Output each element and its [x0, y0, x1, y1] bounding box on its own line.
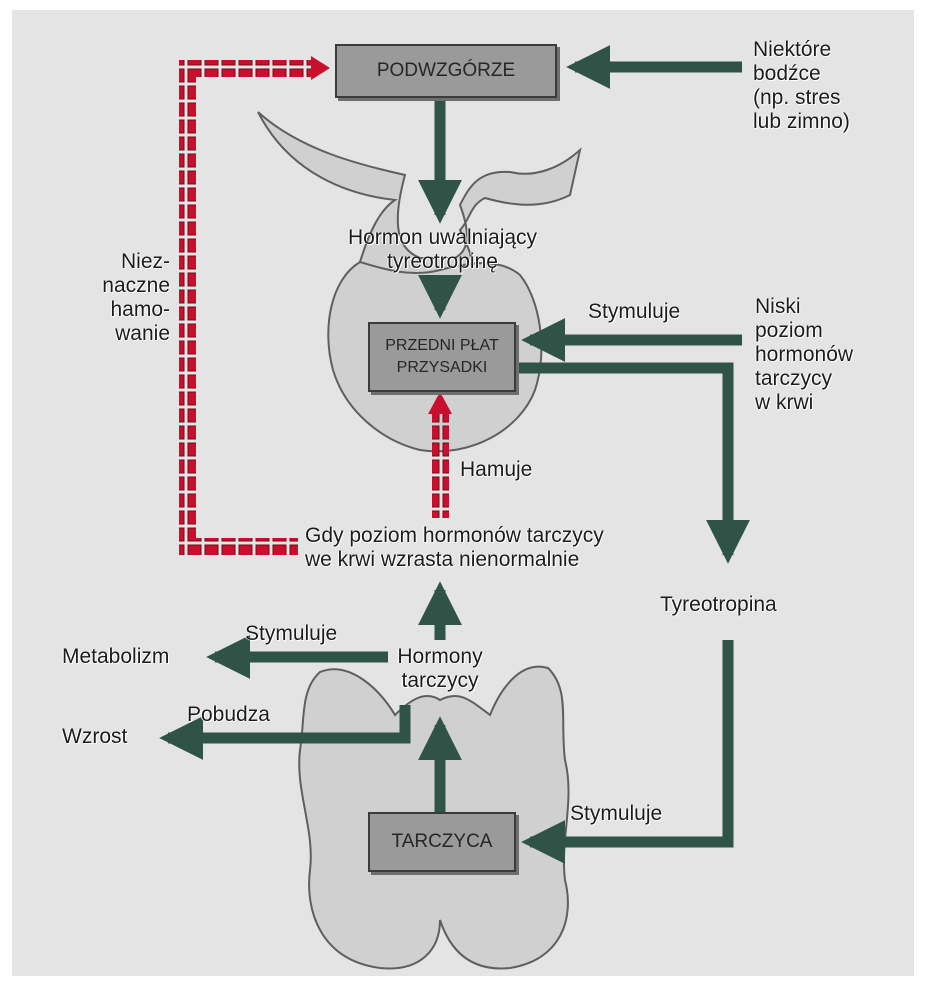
metabolism-label: Metabolizm	[62, 645, 169, 669]
stimulates-thyroid-label: Stymuluje	[570, 802, 662, 826]
trh-label: Hormon uwalniający tyreotropinę	[300, 226, 585, 274]
stimuli-label: Niektóre bodźce (np. stres lub zimno)	[753, 38, 850, 134]
pituitary-label-line1: PRZEDNI PŁAT	[385, 335, 499, 357]
thyroid-box: TARCZYCA	[368, 812, 516, 872]
promotes-label: Pobudza	[187, 703, 270, 727]
stimulates-metabolism-label: Stymuluje	[245, 622, 337, 646]
stimulates-pituitary-label: Stymuluje	[588, 300, 680, 324]
inhibits-label: Hamuje	[460, 458, 532, 482]
unknown-inhibition-label: Niez- naczne hamo- wanie	[78, 250, 170, 346]
thyroid-hormones-label: Hormony tarczycy	[385, 645, 495, 693]
pituitary-box: PRZEDNI PŁAT PRZYSADKI	[368, 322, 516, 392]
tsh-label: Tyreotropina	[660, 593, 777, 617]
hypothalamus-box: PODWZGÓRZE	[335, 44, 557, 98]
pituitary-label-line2: PRZYSADKI	[397, 357, 488, 379]
hypothalamus-label: PODWZGÓRZE	[377, 60, 515, 82]
low-level-label: Niski poziom hormonów tarczycy w krwi	[755, 295, 853, 415]
growth-label: Wzrost	[62, 725, 127, 749]
thyroid-label: TARCZYCA	[392, 831, 493, 853]
high-level-label: Gdy poziom hormonów tarczycy we krwi wzr…	[305, 524, 604, 572]
